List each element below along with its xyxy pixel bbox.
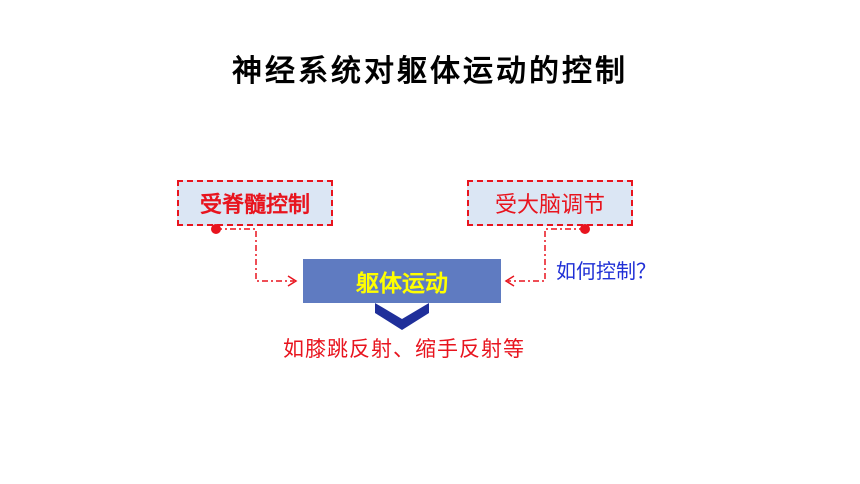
how-control-question: 如何控制？ <box>556 259 656 283</box>
left-connector-line <box>216 228 294 282</box>
right-connector-arrowhead <box>504 275 515 287</box>
page-title: 神经系统对躯体运动的控制 <box>232 54 628 89</box>
brain-regulation-label: 受大脑调节 <box>494 193 605 218</box>
spinal-cord-control-label: 受脊髓控制 <box>199 193 310 218</box>
body-movement-label: 躯体运动 <box>356 271 448 297</box>
spinal-cord-control-box: 受脊髓控制 <box>177 180 333 226</box>
reflex-examples: 如膝跳反射、缩手反射等 <box>283 337 525 361</box>
left-connector-arrowhead <box>287 275 298 287</box>
brain-regulation-box: 受大脑调节 <box>467 180 633 226</box>
right-connector-line <box>508 228 585 282</box>
chevron-down-icon <box>375 303 429 330</box>
body-movement-box: 躯体运动 <box>303 259 501 303</box>
